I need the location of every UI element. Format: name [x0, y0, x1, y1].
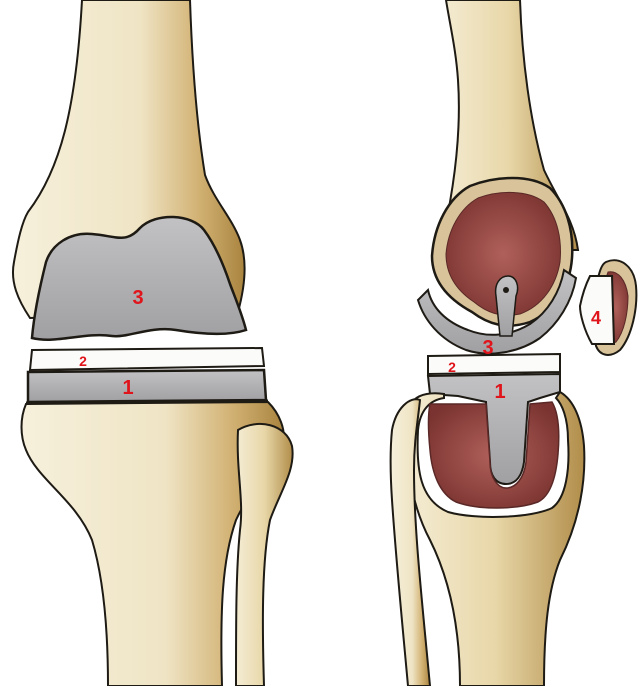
- label-front-femoral-component: 3: [132, 287, 143, 309]
- front-plastic-insert: [30, 348, 264, 370]
- side-femoral-peg: [496, 276, 518, 336]
- label-side-tibial-tray: 1: [494, 381, 505, 403]
- side-peg-hole: [503, 287, 509, 293]
- label-side-femoral-component: 3: [482, 337, 493, 359]
- front-fibula-bone: [236, 424, 293, 686]
- front-tibial-tray: [28, 370, 266, 402]
- label-side-plastic-insert: 2: [448, 359, 456, 375]
- label-front-tibial-tray: 1: [122, 377, 133, 399]
- label-front-plastic-insert: 2: [79, 353, 87, 369]
- label-side-patella: 4: [591, 308, 601, 328]
- side-view: [391, 0, 637, 686]
- front-view: [13, 0, 293, 686]
- side-fibula-bone: [391, 399, 431, 686]
